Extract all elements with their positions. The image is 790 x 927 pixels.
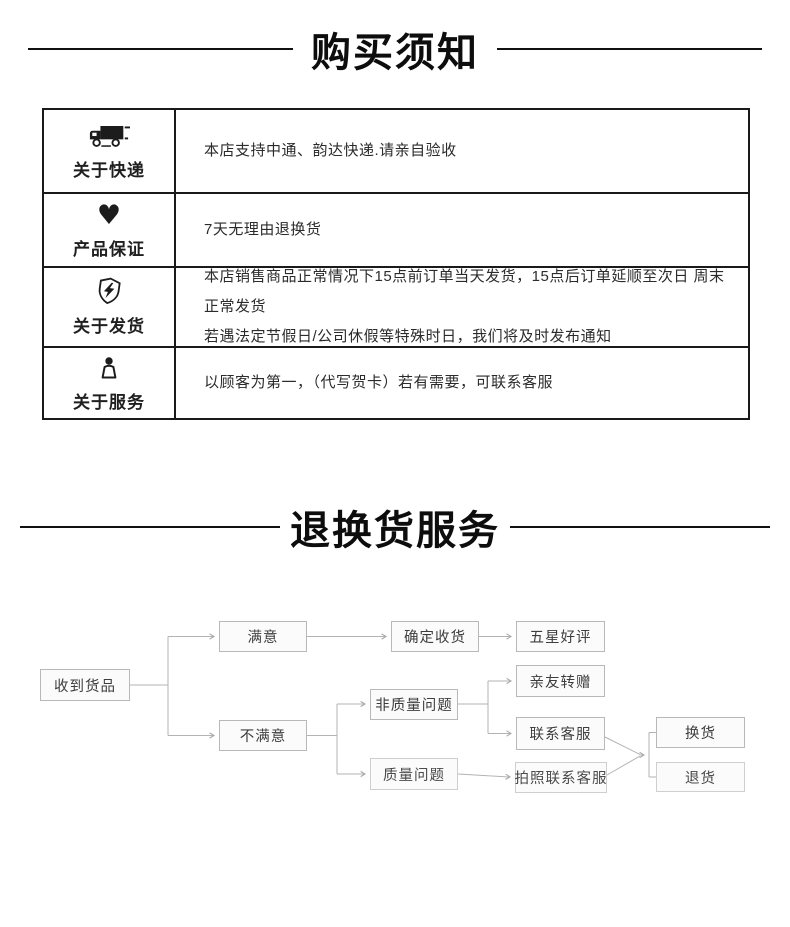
purchase-notice-table: 关于快递 本店支持中通、韵达快递.请亲自验收 ♥ 产品保证 7天无理由退换货: [42, 108, 750, 420]
table-row-guarantee: ♥ 产品保证 7天无理由退换货: [44, 192, 748, 266]
flow-node-quality-issue: 质量问题: [370, 758, 458, 790]
row-text: 本店支持中通、韵达快递.请亲自验收: [204, 142, 457, 159]
table-row-delivery: 关于快递 本店支持中通、韵达快递.请亲自验收: [44, 110, 748, 192]
shipping-content-cell: 本店销售商品正常情况下15点前订单当天发货，15点后订单延顺至次日 周末正常发货…: [176, 268, 748, 346]
row-text: 7天无理由退换货: [204, 221, 322, 238]
row-label: 产品保证: [73, 239, 145, 259]
return-service-title: 退换货服务: [290, 507, 500, 554]
guarantee-content-cell: 7天无理由退换货: [176, 194, 748, 266]
header-rule-right: [510, 526, 770, 528]
person-icon: [96, 354, 122, 382]
row-label: 关于发货: [73, 316, 145, 336]
table-row-shipping: 关于发货 本店销售商品正常情况下15点前订单当天发货，15点后订单延顺至次日 周…: [44, 266, 748, 346]
return-flowchart: 收到货品 满意 确定收货 五星好评 不满意 非质量问题 亲友转赠 联系客服 质量…: [0, 600, 790, 812]
service-label-cell: 关于服务: [44, 348, 176, 418]
row-text-line2: 若遇法定节假日/公司休假等特殊时日，我们将及时发布通知: [204, 328, 612, 345]
flow-node-gift-to-friends: 亲友转赠: [516, 665, 605, 697]
flowchart-connectors: [130, 633, 656, 780]
flow-node-received-goods: 收到货品: [40, 669, 130, 701]
shield-lightning-icon: [96, 277, 123, 306]
flow-node-exchange-goods: 换货: [656, 717, 745, 748]
flow-node-satisfied: 满意: [219, 621, 307, 652]
row-text: 以顾客为第一，（代写贺卡）若有需要，可联系客服: [204, 374, 554, 391]
flow-node-photo-contact-service: 拍照联系客服: [515, 762, 607, 793]
shipping-label-cell: 关于发货: [44, 268, 176, 346]
header-rule-left: [28, 48, 293, 50]
delivery-truck-icon: [88, 122, 130, 150]
return-service-header: 退换货服务: [0, 498, 790, 556]
row-label: 关于快递: [73, 160, 145, 180]
delivery-label-cell: 关于快递: [44, 110, 176, 192]
purchase-notice-header: 购买须知: [0, 20, 790, 78]
row-label: 关于服务: [73, 392, 145, 412]
delivery-content-cell: 本店支持中通、韵达快递.请亲自验收: [176, 110, 748, 192]
flow-node-non-quality-issue: 非质量问题: [370, 689, 458, 720]
guarantee-label-cell: ♥ 产品保证: [44, 194, 176, 266]
row-text-line1: 本店销售商品正常情况下15点前订单当天发货，15点后订单延顺至次日 周末正常发货: [204, 268, 725, 315]
table-row-service: 关于服务 以顾客为第一，（代写贺卡）若有需要，可联系客服: [44, 346, 748, 418]
flow-node-confirm-receipt: 确定收货: [391, 621, 479, 652]
flow-node-return-goods: 退货: [656, 762, 745, 792]
header-rule-right: [497, 48, 762, 50]
flow-node-contact-service: 联系客服: [516, 717, 605, 750]
flow-node-unsatisfied: 不满意: [219, 720, 307, 751]
purchase-notice-title: 购买须知: [311, 29, 479, 76]
service-content-cell: 以顾客为第一，（代写贺卡）若有需要，可联系客服: [176, 348, 748, 418]
flow-node-five-star-review: 五星好评: [516, 621, 605, 652]
heart-icon: ♥: [96, 199, 122, 231]
header-rule-left: [20, 526, 280, 528]
